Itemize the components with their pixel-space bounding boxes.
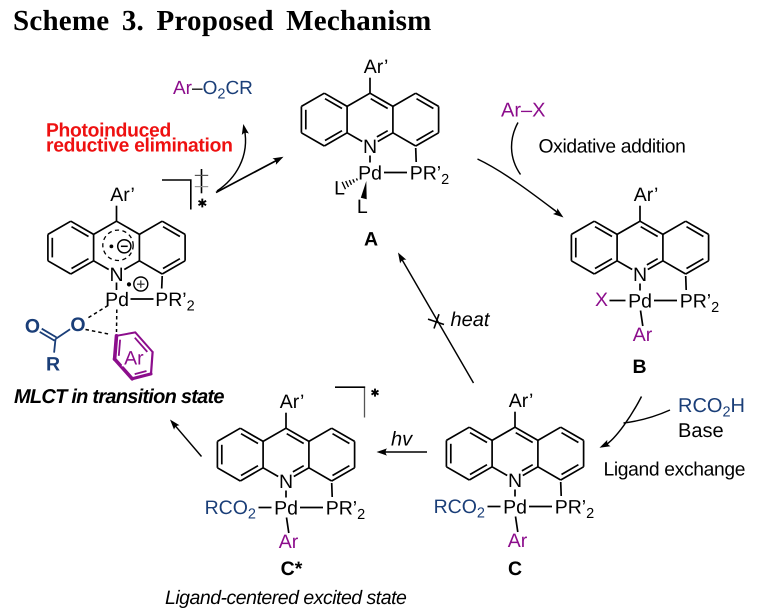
svg-text:L: L (357, 196, 368, 218)
svg-text:PR’2: PR’2 (555, 496, 595, 522)
svg-text:Ar: Ar (633, 324, 653, 346)
svg-text:Ar’: Ar’ (364, 56, 389, 78)
svg-text:Pd: Pd (274, 497, 298, 519)
svg-text:Ar–X: Ar–X (501, 100, 545, 122)
svg-text:Ligand exchange: Ligand exchange (604, 460, 746, 481)
svg-text:R: R (46, 353, 60, 375)
svg-text:Ar’: Ar’ (509, 390, 534, 412)
svg-text:O: O (70, 314, 85, 336)
svg-text:PR’2: PR’2 (680, 290, 720, 316)
svg-text:C: C (508, 558, 522, 580)
svg-text:Ligand-centered excited state: Ligand-centered excited state (165, 587, 407, 609)
svg-text:N: N (363, 136, 377, 158)
svg-text:RCO2: RCO2 (205, 497, 256, 523)
svg-text:N: N (279, 471, 293, 493)
svg-text:RCO2: RCO2 (434, 496, 485, 522)
svg-text:Ar’: Ar’ (280, 391, 305, 413)
svg-text:N: N (109, 264, 123, 286)
svg-text:PR’2: PR’2 (410, 162, 450, 188)
svg-text:Ar’: Ar’ (110, 184, 135, 206)
svg-text:L: L (334, 178, 345, 200)
svg-text:RCO2H: RCO2H (678, 395, 745, 421)
svg-text:MLCT in transition state: MLCT in transition state (14, 386, 224, 408)
svg-text:Ar: Ar (508, 530, 528, 552)
svg-text:O: O (25, 315, 40, 337)
svg-text:N: N (508, 470, 522, 492)
svg-text:heat: heat (451, 309, 491, 331)
svg-text:Oxidative addition: Oxidative addition (539, 136, 686, 157)
svg-text:Pd: Pd (628, 290, 652, 312)
svg-text:X: X (595, 289, 608, 311)
svg-text:Ar’: Ar’ (634, 184, 659, 206)
svg-text:C*: C* (281, 558, 303, 580)
svg-text:Ar: Ar (124, 347, 144, 369)
svg-text:Pd: Pd (358, 162, 382, 184)
svg-text:PR’2: PR’2 (155, 289, 195, 315)
svg-text:PR’2: PR’2 (326, 497, 366, 523)
svg-text:Base: Base (678, 420, 724, 442)
svg-text:Pd: Pd (503, 496, 527, 518)
svg-text:B: B (632, 356, 646, 378)
svg-text:hv: hv (391, 429, 413, 451)
svg-text:Ar–O2CR: Ar–O2CR (173, 78, 253, 103)
svg-text:N: N (633, 264, 647, 286)
svg-text:Ar: Ar (279, 531, 299, 553)
svg-text:Photoinduced: Photoinduced (46, 121, 171, 142)
svg-text:A: A (364, 229, 378, 251)
svg-text:Pd: Pd (105, 289, 129, 311)
svg-text:reductive elimination: reductive elimination (46, 136, 233, 157)
